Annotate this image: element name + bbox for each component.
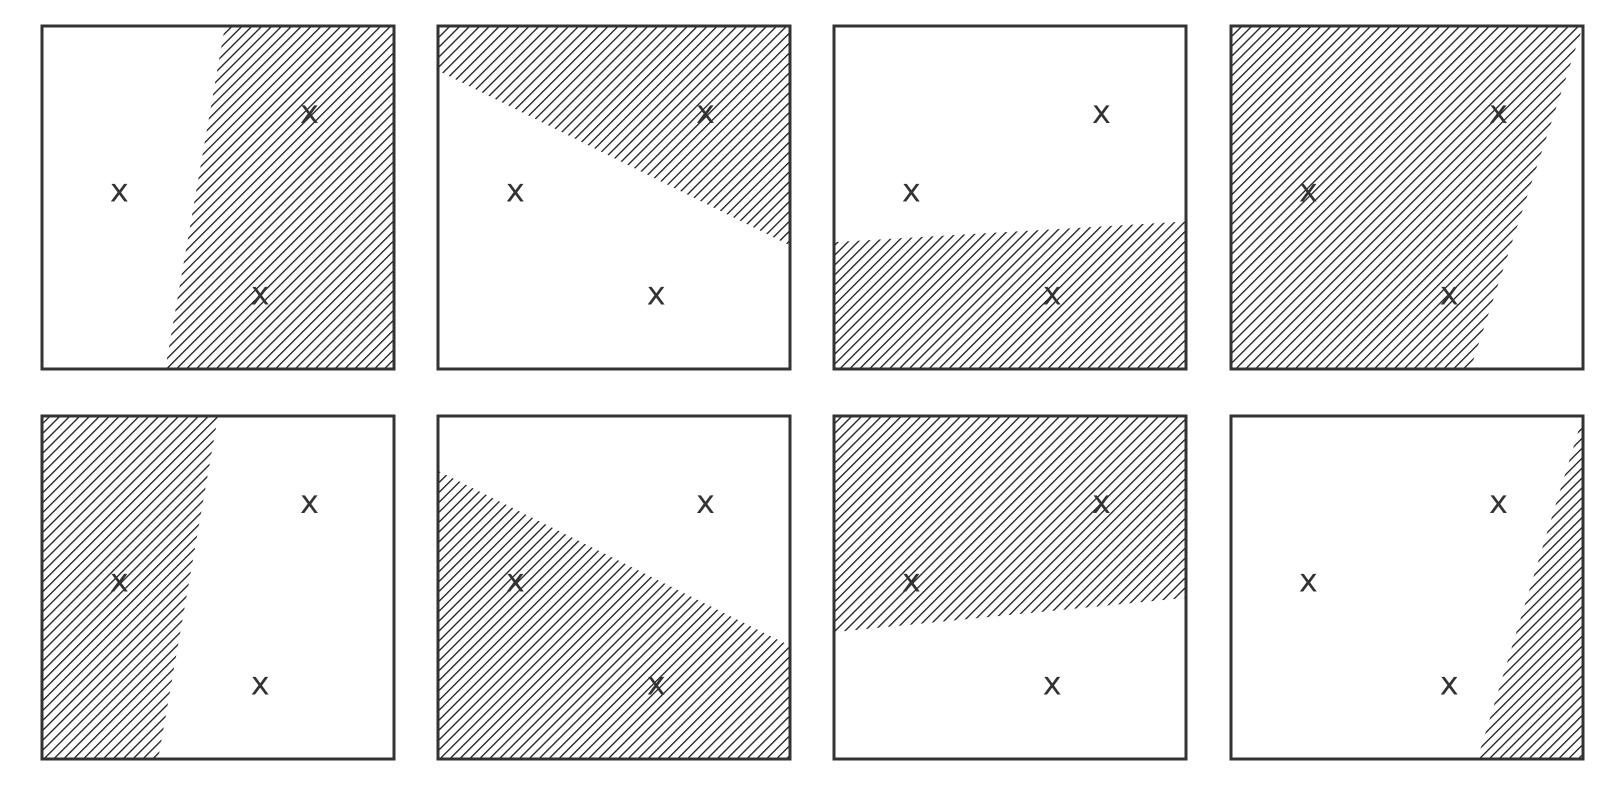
point-marker-1: x [110, 562, 129, 600]
shaded-region [834, 416, 1186, 633]
panel-2: x x x [436, 24, 792, 371]
point-marker-2: x [1489, 93, 1508, 131]
panel-frame [436, 414, 792, 761]
point-marker-2: x [696, 93, 715, 131]
point-marker-1: x [506, 562, 525, 600]
point-marker-1: x [902, 562, 921, 600]
shaded-region [438, 26, 790, 246]
point-marker-3: x [647, 665, 666, 703]
panel-frame [832, 414, 1188, 761]
point-marker-3: x [251, 665, 270, 703]
panel-frame [40, 24, 396, 371]
point-marker-1: x [110, 172, 129, 210]
shaded-region [1477, 416, 1583, 759]
shaded-region [165, 26, 394, 369]
panel-8: x x x [1229, 414, 1585, 761]
panel-frame [1229, 24, 1585, 371]
point-marker-2: x [1092, 93, 1111, 131]
shaded-region [834, 221, 1186, 369]
point-marker-1: x [506, 172, 525, 210]
point-marker-1: x [1299, 172, 1318, 210]
panels-layer: x x x x x x x x x x x x x x x x x x x x x x x x [40, 24, 1585, 761]
panel-5: x x x [40, 414, 396, 761]
point-marker-1: x [1299, 562, 1318, 600]
point-marker-3: x [1043, 275, 1062, 313]
point-marker-2: x [300, 483, 319, 521]
panel-1: x x x [40, 24, 396, 371]
panel-7: x x x [832, 414, 1188, 761]
panel-3: x x x [832, 24, 1188, 371]
panel-frame [40, 414, 396, 761]
point-marker-3: x [1440, 665, 1459, 703]
point-marker-2: x [696, 483, 715, 521]
point-marker-2: x [1092, 483, 1111, 521]
point-marker-2: x [300, 93, 319, 131]
point-marker-2: x [1489, 483, 1508, 521]
shaded-region [1231, 26, 1583, 369]
panel-6: x x x [436, 414, 792, 761]
shaded-region [438, 470, 790, 759]
point-marker-3: x [647, 275, 666, 313]
panel-frame [436, 24, 792, 371]
point-marker-3: x [1440, 275, 1459, 313]
panel-frame [832, 24, 1188, 371]
panel-frame [1229, 414, 1585, 761]
point-marker-3: x [1043, 665, 1062, 703]
point-marker-3: x [251, 275, 270, 313]
panel-4: x x x [1229, 24, 1585, 371]
point-marker-1: x [902, 172, 921, 210]
shaded-region [42, 416, 218, 759]
